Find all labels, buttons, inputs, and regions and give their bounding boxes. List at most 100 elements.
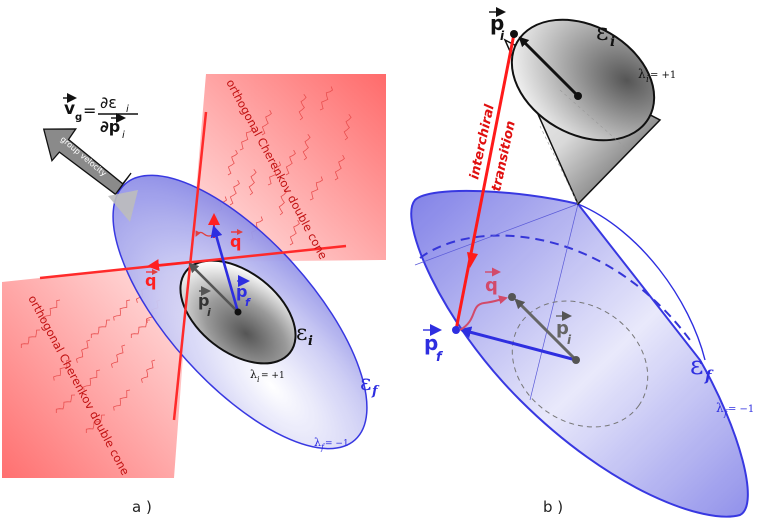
caption-a: a ) <box>132 498 152 516</box>
origin-dot-b-bottom <box>572 356 580 364</box>
inner-dashed-ellipse <box>511 300 649 428</box>
formula-v: v <box>64 99 75 119</box>
group-velocity-formula: v g = ∂ε i ∂p i <box>63 93 138 141</box>
origin-dot-b-top <box>574 92 582 100</box>
svg-text:p: p <box>490 11 504 35</box>
origin-dot-a <box>234 308 242 316</box>
label-lambda-f-b: λ f = −1 <box>716 401 754 419</box>
svg-text:ε: ε <box>596 18 608 46</box>
label-p-i-inner-b: p i <box>556 311 572 347</box>
svg-text:= +1: = +1 <box>650 70 676 81</box>
cherenkov-wave <box>289 219 300 246</box>
label-eps-i-b: ε i <box>596 18 615 50</box>
cherenkov-wave <box>278 189 287 216</box>
svg-text:λ: λ <box>250 368 257 381</box>
svg-text:f: f <box>436 350 444 365</box>
cherenkov-wave <box>298 94 307 121</box>
svg-text:= +1: = +1 <box>261 371 285 381</box>
svg-text:q: q <box>485 275 498 296</box>
svg-text:ε: ε <box>360 371 371 396</box>
label-q-vertical: q <box>230 229 243 251</box>
panel-b: p i ε i λ i = +1 interchiral transition … <box>410 7 754 518</box>
cherenkov-wave <box>113 299 131 321</box>
vector-transition <box>454 33 516 331</box>
cherenkov-wave <box>140 359 156 383</box>
svg-text:λ: λ <box>314 436 321 449</box>
vector-q-b <box>459 295 508 331</box>
cherenkov-wave <box>90 319 111 338</box>
cherenkov-wave <box>261 109 272 136</box>
cherenkov-wave <box>130 319 151 338</box>
cherenkov-wave <box>248 169 257 196</box>
svg-text:= −1: = −1 <box>728 404 754 415</box>
cherenkov-wave <box>110 344 126 368</box>
label-lambda-f-a: λ f = −1 <box>314 436 349 452</box>
cherenkov-wave <box>309 176 323 201</box>
pi-dot-b <box>510 30 518 38</box>
cherenkov-wave <box>334 154 345 181</box>
cherenkov-wave-lines <box>20 86 352 433</box>
formula-numerator: ∂ε <box>100 93 117 112</box>
svg-text:λ: λ <box>716 401 724 415</box>
vector-q-horizontal <box>147 259 191 272</box>
cherenkov-wave <box>55 394 76 413</box>
svg-text:f: f <box>371 384 380 399</box>
caption-b: b ) <box>543 498 563 516</box>
svg-text:f: f <box>723 409 729 419</box>
cone-eps-f-generator-2 <box>414 203 579 266</box>
cherenkov-wave <box>85 414 106 433</box>
cherenkov-wave <box>43 299 61 321</box>
svg-text:λ: λ <box>638 67 646 81</box>
panel-a: group velocity v g = ∂ε i ∂p i orthogona… <box>2 74 386 516</box>
svg-text:f: f <box>245 296 251 309</box>
cherenkov-wave <box>227 149 238 176</box>
cherenkov-wave <box>343 114 352 141</box>
label-p-i-a: p i <box>198 286 211 319</box>
formula-denominator-sub: i <box>122 130 125 141</box>
vector-p-i-b <box>518 36 580 98</box>
cherenkov-wave <box>83 369 101 391</box>
cone-eps-f-back-edge <box>577 203 706 361</box>
svg-text:q: q <box>230 232 241 251</box>
svg-text:= −1: = −1 <box>325 439 349 449</box>
cherenkov-wave <box>53 359 71 381</box>
svg-text:i: i <box>500 29 505 43</box>
cone-eps-f-dashed <box>419 234 691 341</box>
svg-text:p: p <box>198 291 209 310</box>
svg-text:q: q <box>145 271 156 290</box>
label-eps-f-a: ε f <box>360 371 380 399</box>
label-p-f-b: p f <box>423 324 444 365</box>
label-p-i-top-b: p i <box>489 7 506 43</box>
svg-text:p: p <box>556 318 569 339</box>
cherenkov-wave <box>302 134 311 161</box>
pi-dot-b-inner <box>508 293 516 301</box>
label-eps-i-a: ε i <box>296 321 313 349</box>
vector-p-i <box>188 262 239 313</box>
svg-text:i: i <box>257 375 260 384</box>
svg-text:p: p <box>424 331 438 355</box>
cone-line-2 <box>39 244 347 280</box>
svg-text:=: = <box>83 101 96 120</box>
svg-text:i: i <box>308 334 313 349</box>
svg-text:i: i <box>646 75 649 85</box>
cherenkov-wave <box>239 126 253 151</box>
label-lambda-i-b: λ i = +1 <box>638 67 676 85</box>
label-lambda-i-a: λ i = +1 <box>250 368 285 384</box>
svg-text:f: f <box>704 367 714 385</box>
formula-denominator: ∂p <box>100 117 120 136</box>
svg-text:ε: ε <box>690 351 703 381</box>
svg-text:p: p <box>236 282 247 301</box>
pf-dot-b <box>452 326 460 334</box>
transition-arrowhead <box>467 252 478 268</box>
cherenkov-wave <box>267 161 281 186</box>
svg-text:f: f <box>320 443 326 452</box>
label-q-horizontal: q <box>145 269 158 290</box>
cherenkov-wave <box>75 339 91 363</box>
svg-text:i: i <box>567 333 572 347</box>
cherenkov-wave <box>319 86 333 111</box>
formula-numerator-sub: i <box>126 104 129 115</box>
formula-v-sub: g <box>75 112 82 123</box>
cherenkov-wave <box>113 389 131 411</box>
cherenkov-wave <box>229 179 240 206</box>
